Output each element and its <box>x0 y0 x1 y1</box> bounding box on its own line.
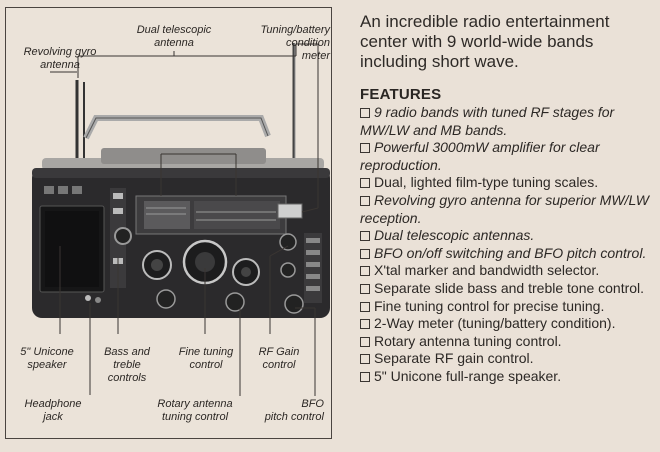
checkbox-icon <box>360 283 370 294</box>
feature-item: Fine tuning control for precise tuning. <box>360 298 656 316</box>
callout-tuning-battery-meter: Tuning/battery condition meter <box>260 24 330 62</box>
feature-text: BFO on/off switching and BFO pitch contr… <box>374 244 647 261</box>
callout-headphone-jack: Headphone jack <box>24 398 82 423</box>
feature-item: BFO on/off switching and BFO pitch contr… <box>360 245 656 263</box>
feature-item: Dual, lighted film-type tuning scales. <box>360 174 656 192</box>
checkbox-icon <box>360 266 370 277</box>
callout-unicone-speaker: 5" Unicone speaker <box>20 346 74 371</box>
checkbox-icon <box>360 354 370 365</box>
feature-item: X'tal marker and bandwidth selector. <box>360 262 656 280</box>
feature-text: 5" Unicone full-range speaker. <box>374 367 562 384</box>
feature-item: Powerful 3000mW amplifier for clear repr… <box>360 139 656 174</box>
checkbox-icon <box>360 248 370 259</box>
feature-text: Separate slide bass and treble tone cont… <box>374 279 645 296</box>
checkbox-icon <box>360 371 370 382</box>
checkbox-icon <box>360 231 370 242</box>
checkbox-icon <box>360 178 370 189</box>
feature-text: Dual, lighted film-type tuning scales. <box>374 174 599 191</box>
checkbox-icon <box>360 195 370 206</box>
feature-item: Dual telescopic antennas. <box>360 227 656 245</box>
callout-revolving-gyro-antenna: Revolving gyro antenna <box>23 46 97 71</box>
feature-text: 9 radio bands with tuned RF stages for M… <box>360 104 615 138</box>
features-heading: FEATURES <box>360 86 442 103</box>
feature-item: Revolving gyro antenna for superior MW/L… <box>360 192 656 227</box>
features-list: 9 radio bands with tuned RF stages for M… <box>360 104 656 386</box>
checkbox-icon <box>360 319 370 330</box>
radio-illustration <box>32 43 330 396</box>
checkbox-icon <box>360 108 370 118</box>
callout-bfo-pitch-control: BFO pitch control <box>264 398 324 423</box>
feature-text: Revolving gyro antenna for superior MW/L… <box>360 191 649 226</box>
feature-item: Rotary antenna tuning control. <box>360 333 656 351</box>
feature-item: 2-Way meter (tuning/battery condition). <box>360 315 656 333</box>
feature-item: 5" Unicone full-range speaker. <box>360 368 656 386</box>
feature-text: Powerful 3000mW amplifier for clear repr… <box>360 139 600 173</box>
callout-fine-tuning-control: Fine tuning control <box>178 346 234 371</box>
feature-item: Separate slide bass and treble tone cont… <box>360 280 656 298</box>
feature-text: 2-Way meter (tuning/battery condition). <box>374 315 616 332</box>
radio-illustration-panel: Dual telescopic antenna Tuning/battery c… <box>5 7 332 439</box>
feature-item: 9 radio bands with tuned RF stages for M… <box>360 104 656 139</box>
callout-rf-gain-control: RF Gain control <box>258 346 300 371</box>
feature-item: Separate RF gain control. <box>360 350 656 368</box>
callout-dual-telescopic-antenna: Dual telescopic antenna <box>136 24 212 49</box>
feature-text: X'tal marker and bandwidth selector. <box>374 262 600 279</box>
checkbox-icon <box>360 301 370 312</box>
callout-bass-treble-controls: Bass and treble controls <box>104 346 150 384</box>
checkbox-icon <box>360 336 370 347</box>
feature-text: Separate RF gain control. <box>374 350 534 367</box>
feature-text: Fine tuning control for precise tuning. <box>374 297 605 314</box>
feature-text: Dual telescopic antennas. <box>374 227 535 244</box>
callout-rotary-antenna-tuning: Rotary antenna tuning control <box>157 398 233 423</box>
checkbox-icon <box>360 143 370 154</box>
feature-text: Rotary antenna tuning control. <box>374 332 562 349</box>
intro-text: An incredible radio entertainment center… <box>360 12 610 71</box>
